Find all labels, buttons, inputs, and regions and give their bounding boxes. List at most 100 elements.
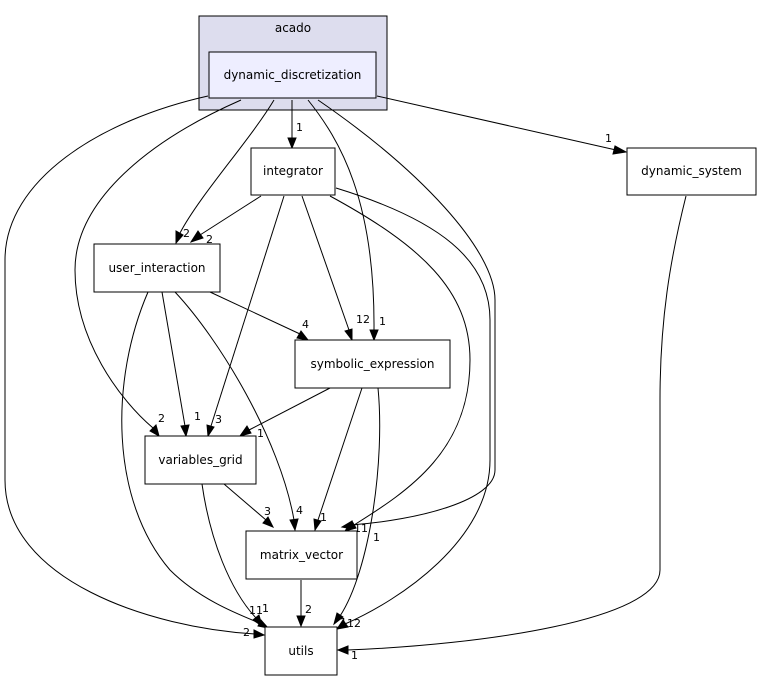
edge-line xyxy=(4,95,257,635)
edge-count: 2 xyxy=(243,626,250,639)
node-symbolic-expression[interactable]: symbolic_expression xyxy=(294,339,451,389)
node-box[interactable] xyxy=(245,530,358,580)
edges: 1 1 2 1 2 11 2 xyxy=(4,95,687,662)
edge-mv-utils: 2 xyxy=(296,580,312,628)
edge-count: 4 xyxy=(296,504,303,517)
edge-count: 4 xyxy=(302,318,309,331)
edge-vg-utils: 1 xyxy=(201,483,269,628)
node-user-interaction[interactable]: user_interaction xyxy=(93,243,221,293)
edge-integrator-matrix-vector: 1 xyxy=(329,195,471,544)
arrow-head xyxy=(149,424,160,438)
arrow-head xyxy=(252,614,263,628)
edge-line xyxy=(209,291,301,335)
edge-dd-dynamic-system: 1 xyxy=(376,95,628,155)
node-box[interactable] xyxy=(208,51,377,99)
edge-line xyxy=(376,95,617,151)
edge-integrator-variables-grid: 3 xyxy=(206,195,285,438)
edge-count: 1 xyxy=(257,427,264,440)
edge-line xyxy=(223,483,267,521)
arrow-head xyxy=(287,137,297,150)
edge-line xyxy=(210,195,285,427)
edge-ui-variables-grid: 1 xyxy=(161,291,201,438)
node-label: dynamic_discretization xyxy=(224,68,362,82)
node-label: symbolic_expression xyxy=(311,357,435,371)
edge-dd-integrator: 1 xyxy=(287,100,303,150)
node-box[interactable] xyxy=(264,626,338,676)
cluster-label: acado xyxy=(275,21,311,35)
node-matrix-vector[interactable]: matrix_vector xyxy=(245,530,358,580)
edge-line xyxy=(121,291,263,625)
node-box[interactable] xyxy=(626,147,757,196)
edge-dd-symbolic-expression: 1 xyxy=(307,99,386,342)
arrow-head xyxy=(175,230,184,245)
edge-vg-matrix-vector: 3 xyxy=(223,483,275,528)
arrow-head xyxy=(189,230,204,243)
edge-line xyxy=(339,387,381,617)
edge-ui-symbolic-expression: 4 xyxy=(209,291,310,341)
edge-line xyxy=(346,195,687,651)
edge-count: 12 xyxy=(356,313,370,326)
edge-count: 2 xyxy=(206,233,213,246)
node-dynamic-discretization[interactable]: dynamic_discretization xyxy=(208,51,377,99)
edge-integrator-symbolic-expression: 12 xyxy=(301,195,370,342)
edge-dd-variables-grid: 2 xyxy=(74,99,242,438)
edge-count: 11 xyxy=(249,604,263,617)
arrow-head xyxy=(253,629,266,639)
edge-se-utils: 12 xyxy=(333,387,381,630)
edge-count: 1 xyxy=(262,602,269,615)
edge-dd-user-interaction: 2 xyxy=(175,99,275,245)
node-label: utils xyxy=(288,644,313,658)
edge-line xyxy=(329,195,471,526)
edge-count: 1 xyxy=(351,649,358,662)
node-box[interactable] xyxy=(144,435,257,485)
node-box[interactable] xyxy=(93,243,221,293)
edge-line xyxy=(179,99,275,234)
node-label: dynamic_system xyxy=(641,164,742,178)
node-box[interactable] xyxy=(250,147,336,196)
arrow-head xyxy=(333,612,344,626)
edge-line xyxy=(301,195,350,331)
edge-count: 1 xyxy=(296,121,303,134)
edge-line xyxy=(307,99,375,331)
arrow-head xyxy=(369,329,379,342)
node-box[interactable] xyxy=(294,339,451,389)
edge-count: 2 xyxy=(158,412,165,425)
node-dynamic-system[interactable]: dynamic_system xyxy=(626,147,757,196)
edge-se-matrix-vector: 1 xyxy=(313,387,363,532)
arrow-head xyxy=(336,645,349,655)
arrow-head xyxy=(296,330,310,341)
edge-count: 1 xyxy=(379,315,386,328)
node-label: matrix_vector xyxy=(260,548,343,562)
arrow-head xyxy=(238,425,252,437)
edge-count: 2 xyxy=(183,227,190,240)
node-integrator[interactable]: integrator xyxy=(250,147,336,196)
node-label: integrator xyxy=(263,164,323,178)
edge-line xyxy=(74,99,242,429)
edge-count: 3 xyxy=(215,413,222,426)
node-label: user_interaction xyxy=(108,261,205,275)
nodes: dynamic_discretization integrator dynami… xyxy=(93,51,757,676)
edge-line xyxy=(161,291,186,427)
arrow-head xyxy=(296,615,306,628)
edge-line xyxy=(317,387,363,521)
edge-ds-utils: 1 xyxy=(336,195,687,662)
edge-count: 3 xyxy=(264,505,271,518)
node-utils[interactable]: utils xyxy=(264,626,338,676)
edge-line xyxy=(174,291,295,521)
arrow-head xyxy=(180,424,190,438)
node-variables-grid[interactable]: variables_grid xyxy=(144,435,257,485)
arrow-head xyxy=(289,518,299,532)
edge-count: 1 xyxy=(340,616,347,629)
edge-line xyxy=(201,483,257,619)
arrow-head xyxy=(206,424,215,438)
edge-dd-utils: 2 xyxy=(4,95,266,639)
edge-integrator-user-interaction: 2 xyxy=(189,195,262,246)
edge-line xyxy=(248,387,331,431)
arrow-head xyxy=(335,619,349,630)
edge-line xyxy=(199,195,262,236)
arrow-head xyxy=(262,516,275,528)
edge-line xyxy=(335,187,491,625)
edge-count: 1 xyxy=(605,132,612,145)
edge-count: 12 xyxy=(347,617,361,630)
